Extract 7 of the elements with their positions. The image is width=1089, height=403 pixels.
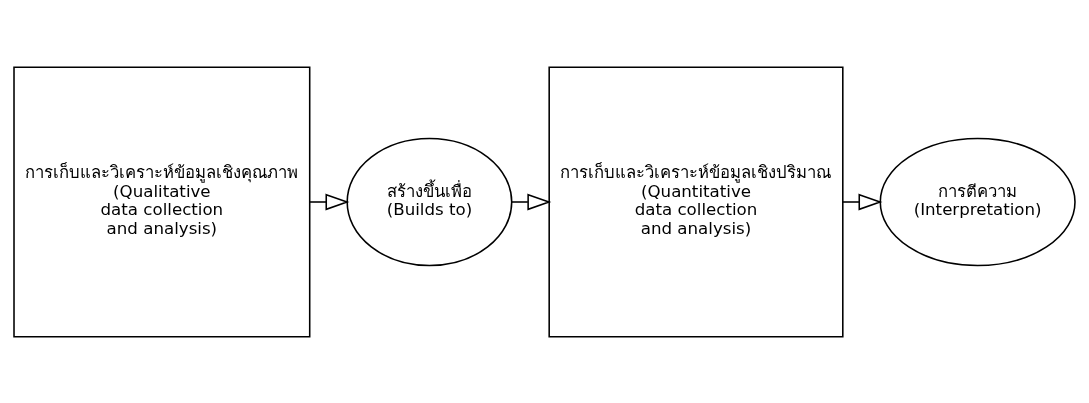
node-ellipse: การตีความ (Interpretation) [879, 137, 1076, 266]
node-ellipse: สร้างขึ้นเพื่อ (Builds to) [346, 137, 513, 266]
arrow [842, 193, 883, 210]
arrow [511, 193, 552, 210]
node-box: การเก็บและวิเคราะห์ข้อมูลเชิงปริมาณ (Quantitative data collection and analysis) [548, 65, 844, 338]
node-box: การเก็บและวิเคราะห์ข้อมูลเชิงคุณภาพ (Qualitative data collection and analysis) [13, 65, 311, 338]
arrow [309, 193, 350, 210]
